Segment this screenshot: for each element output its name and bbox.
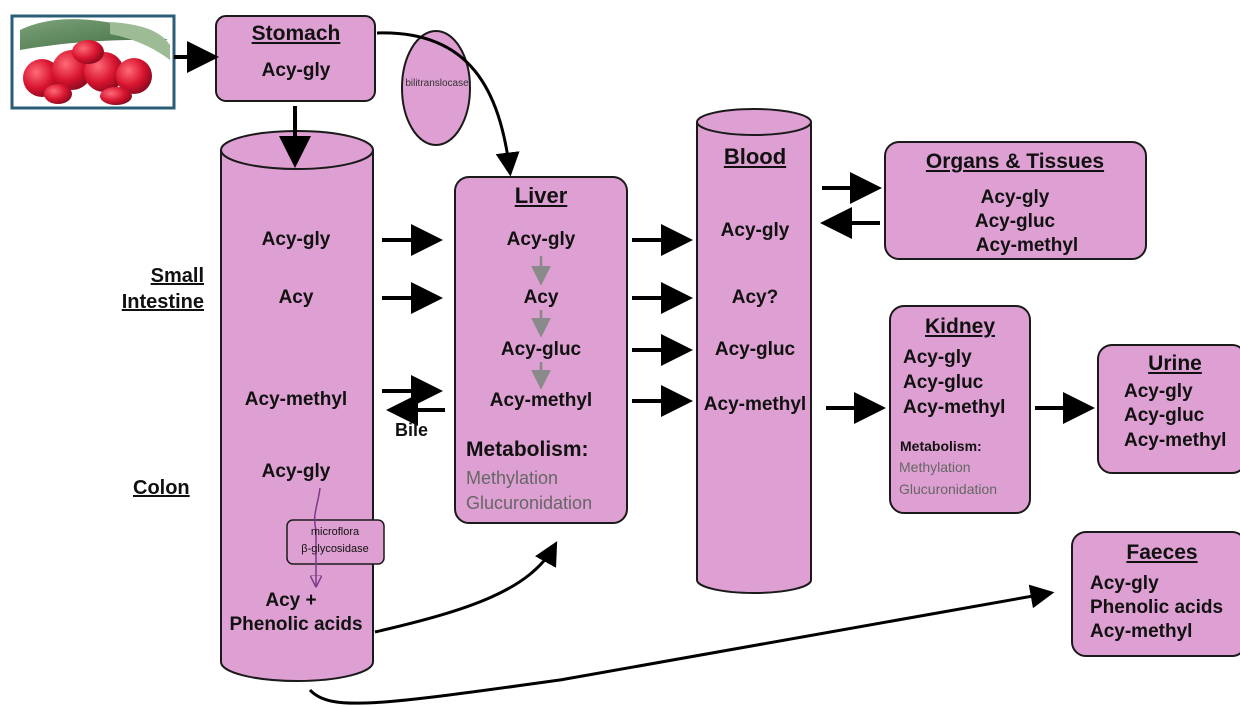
- liver-box: [454, 176, 628, 524]
- microflora-label: microflora: [310, 526, 360, 538]
- faeces-item: Phenolic acids: [1090, 597, 1224, 618]
- urine-item: Acy-gly: [1124, 381, 1193, 402]
- liver-item: Acy-gly: [506, 229, 576, 250]
- liver-item: Acy-methyl: [489, 390, 593, 411]
- intestine-item: Acy-gly: [261, 229, 331, 250]
- kidney-item: Acy-methyl: [903, 397, 1006, 418]
- kidney-item: Acy-gly: [903, 347, 972, 368]
- kidney-metabolism-item: Glucuronidation: [899, 481, 998, 497]
- microflora-box: [286, 519, 385, 565]
- colon-label: Colon: [133, 477, 190, 499]
- urine-box: [1097, 344, 1240, 474]
- blood-item: Acy-gly: [720, 220, 790, 241]
- faeces-item: Acy-methyl: [1090, 621, 1193, 642]
- liver-item: Acy-gluc: [500, 339, 582, 360]
- blood-item: Acy-methyl: [703, 394, 807, 415]
- stomach-item: Acy-gly: [261, 60, 331, 81]
- blood-cylinder: [696, 108, 812, 594]
- urine-title: Urine: [1148, 352, 1202, 375]
- glycosidase-label: β-glycosidase: [301, 543, 369, 555]
- arrow-stomach-liver: [376, 31, 520, 177]
- liver-item: Acy: [523, 287, 559, 308]
- faeces-item: Acy-gly: [1090, 573, 1159, 594]
- flow-arrows: [174, 31, 1095, 705]
- faeces-box: [1071, 531, 1240, 657]
- organs-item: Acy-methyl: [975, 235, 1079, 256]
- arrow-colon-faeces: [308, 584, 1055, 705]
- urine-item: Acy-gluc: [1124, 405, 1205, 426]
- kidney-box: [889, 305, 1031, 514]
- colon-product: Acy +: [265, 590, 317, 611]
- arrow-colon-liver: [374, 541, 558, 634]
- raspberry-image: [10, 14, 176, 110]
- colon-product: Phenolic acids: [229, 614, 363, 635]
- organs-item: Acy-gly: [980, 187, 1050, 208]
- blood-title: Blood: [723, 144, 787, 169]
- intestine-item: Acy-methyl: [244, 389, 348, 410]
- blood-item: Acy-gluc: [714, 339, 796, 360]
- liver-metabolism-item: Methylation: [466, 468, 559, 488]
- blood-item: Acy?: [731, 287, 779, 308]
- colon-microflora-arrow: [315, 487, 320, 585]
- intestine-item: Acy: [278, 287, 314, 308]
- bile-label: Bile: [395, 420, 429, 440]
- liver-metabolism-item: Glucuronidation: [466, 493, 593, 513]
- bilitranslocase-label: bilitranslocase: [405, 78, 469, 89]
- bilitranslocase-ellipse: [401, 30, 471, 146]
- urine-item: Acy-methyl: [1124, 430, 1227, 451]
- kidney-title: Kidney: [924, 315, 996, 338]
- organs-title: Organs & Tissues: [925, 150, 1105, 173]
- faeces-title: Faeces: [1126, 541, 1198, 564]
- liver-title: Liver: [514, 183, 568, 208]
- stomach-title: Stomach: [251, 22, 341, 45]
- kidney-metabolism-title: Metabolism:: [900, 438, 982, 454]
- liver-metabolism-title: Metabolism:: [466, 438, 589, 461]
- kidney-item: Acy-gluc: [903, 372, 984, 393]
- organs-box: [884, 141, 1147, 260]
- organs-item: Acy-gluc: [974, 211, 1056, 232]
- intestine-item: Acy-gly: [261, 461, 331, 482]
- kidney-metabolism-item: Methylation: [899, 459, 971, 475]
- small-intestine-label: Small Intestine: [121, 265, 204, 313]
